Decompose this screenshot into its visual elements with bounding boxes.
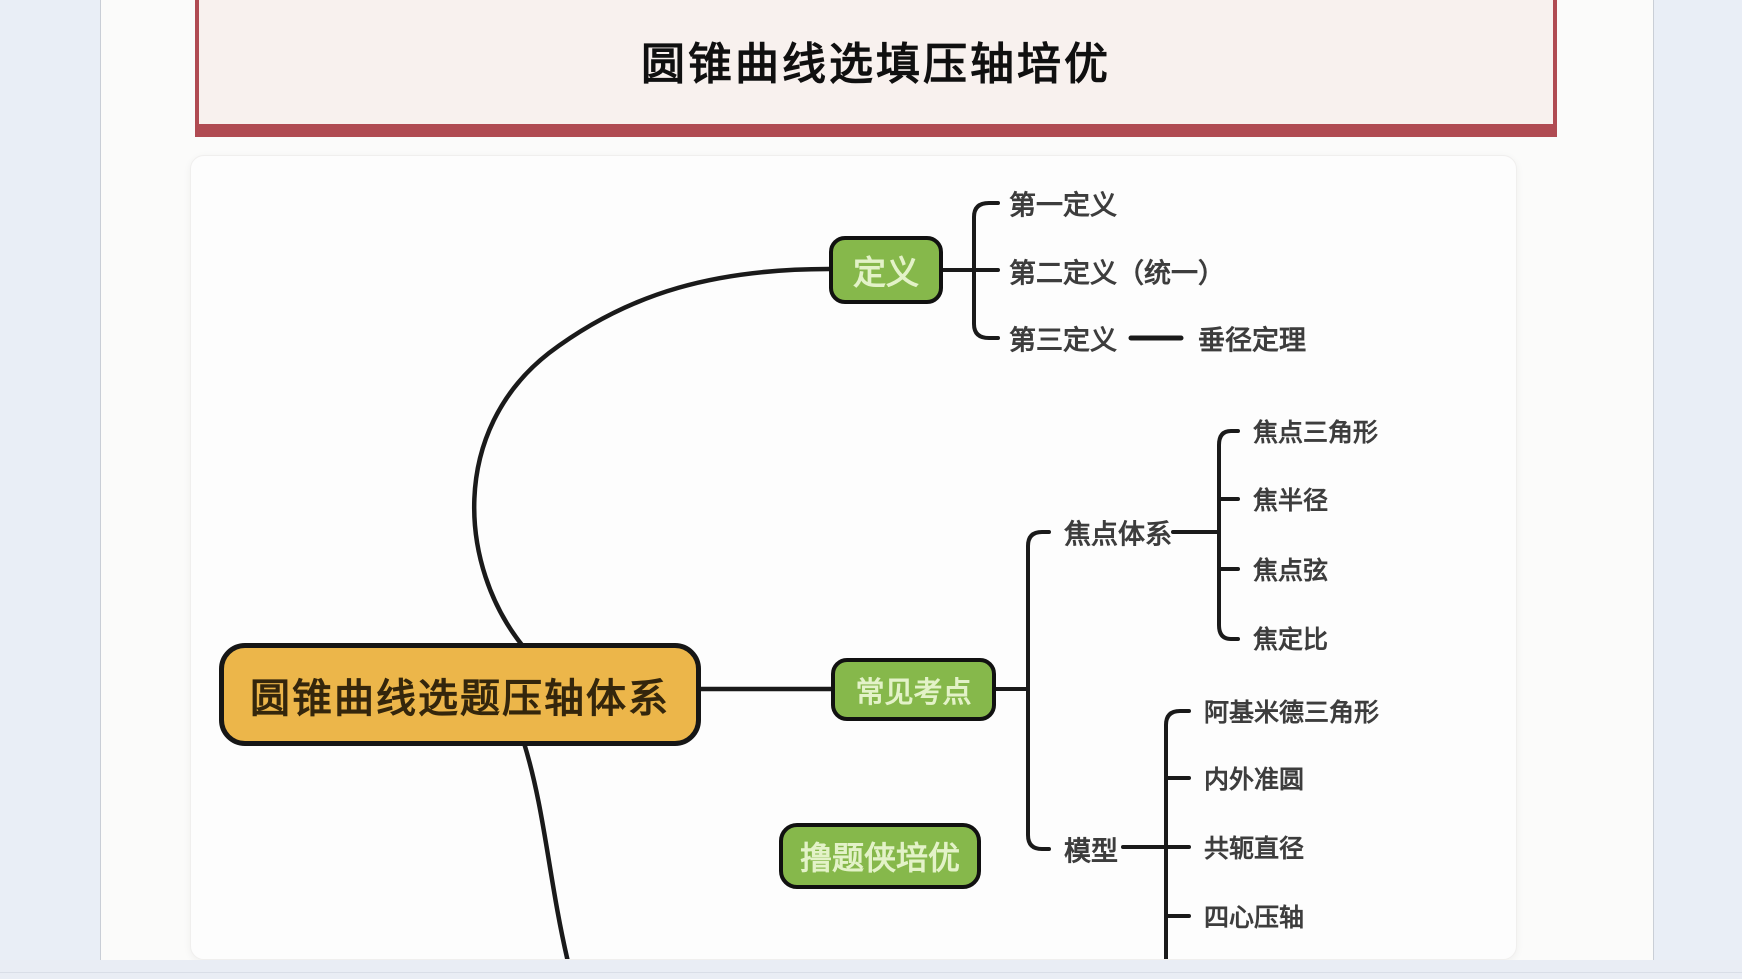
connector-root-to-bottom	[521, 740, 570, 959]
label-first-definition: 第一定义	[1009, 190, 1117, 221]
label-inner-outer-circle: 内外准圆	[1204, 766, 1305, 794]
bracket-definition-children	[941, 201, 1000, 340]
label-second-definition: 第二定义（统一）	[1009, 258, 1225, 289]
mindmap-root-node: 圆锥曲线选题压轴体系	[219, 643, 701, 746]
label-third-definition: 第三定义	[1009, 325, 1117, 356]
bracket-common-children	[994, 530, 1051, 851]
label-perpendicular-diameter-theorem: 垂径定理	[1198, 325, 1306, 356]
label-focal-triangle: 焦点三角形	[1253, 419, 1379, 447]
label-focus-system: 焦点体系	[1064, 519, 1172, 550]
page-bottom-divider	[0, 972, 1742, 973]
node-common-points: 常见考点	[831, 658, 996, 721]
mindmap-card: 圆锥曲线选题压轴体系 定义 第一定义 第二定义（统一） 第三定义 垂径定理 常见…	[190, 155, 1517, 960]
bracket-model-children	[1121, 709, 1191, 959]
node-definition: 定义	[829, 236, 943, 304]
page-bottom-strip	[0, 960, 1742, 979]
label-focal-ratio: 焦定比	[1253, 626, 1329, 654]
bracket-focus-children	[1171, 429, 1240, 641]
page-right-gutter	[1653, 0, 1742, 979]
label-archimedes-triangle: 阿基米德三角形	[1204, 699, 1380, 727]
label-four-centers: 四心压轴	[1204, 904, 1305, 932]
connector-root-to-definition	[472, 266, 832, 648]
label-conjugate-diameter: 共轭直径	[1204, 835, 1305, 863]
title-banner: 圆锥曲线选填压轴培优	[195, 0, 1557, 137]
mindmap-connectors	[472, 201, 1240, 959]
node-watermark-lutixia: 撸题侠培优	[779, 823, 981, 889]
label-focal-chord: 焦点弦	[1253, 557, 1329, 585]
page-left-gutter	[0, 0, 101, 979]
label-focal-radius: 焦半径	[1253, 487, 1329, 515]
label-model: 模型	[1064, 836, 1118, 867]
page-title: 圆锥曲线选填压轴培优	[641, 40, 1111, 89]
